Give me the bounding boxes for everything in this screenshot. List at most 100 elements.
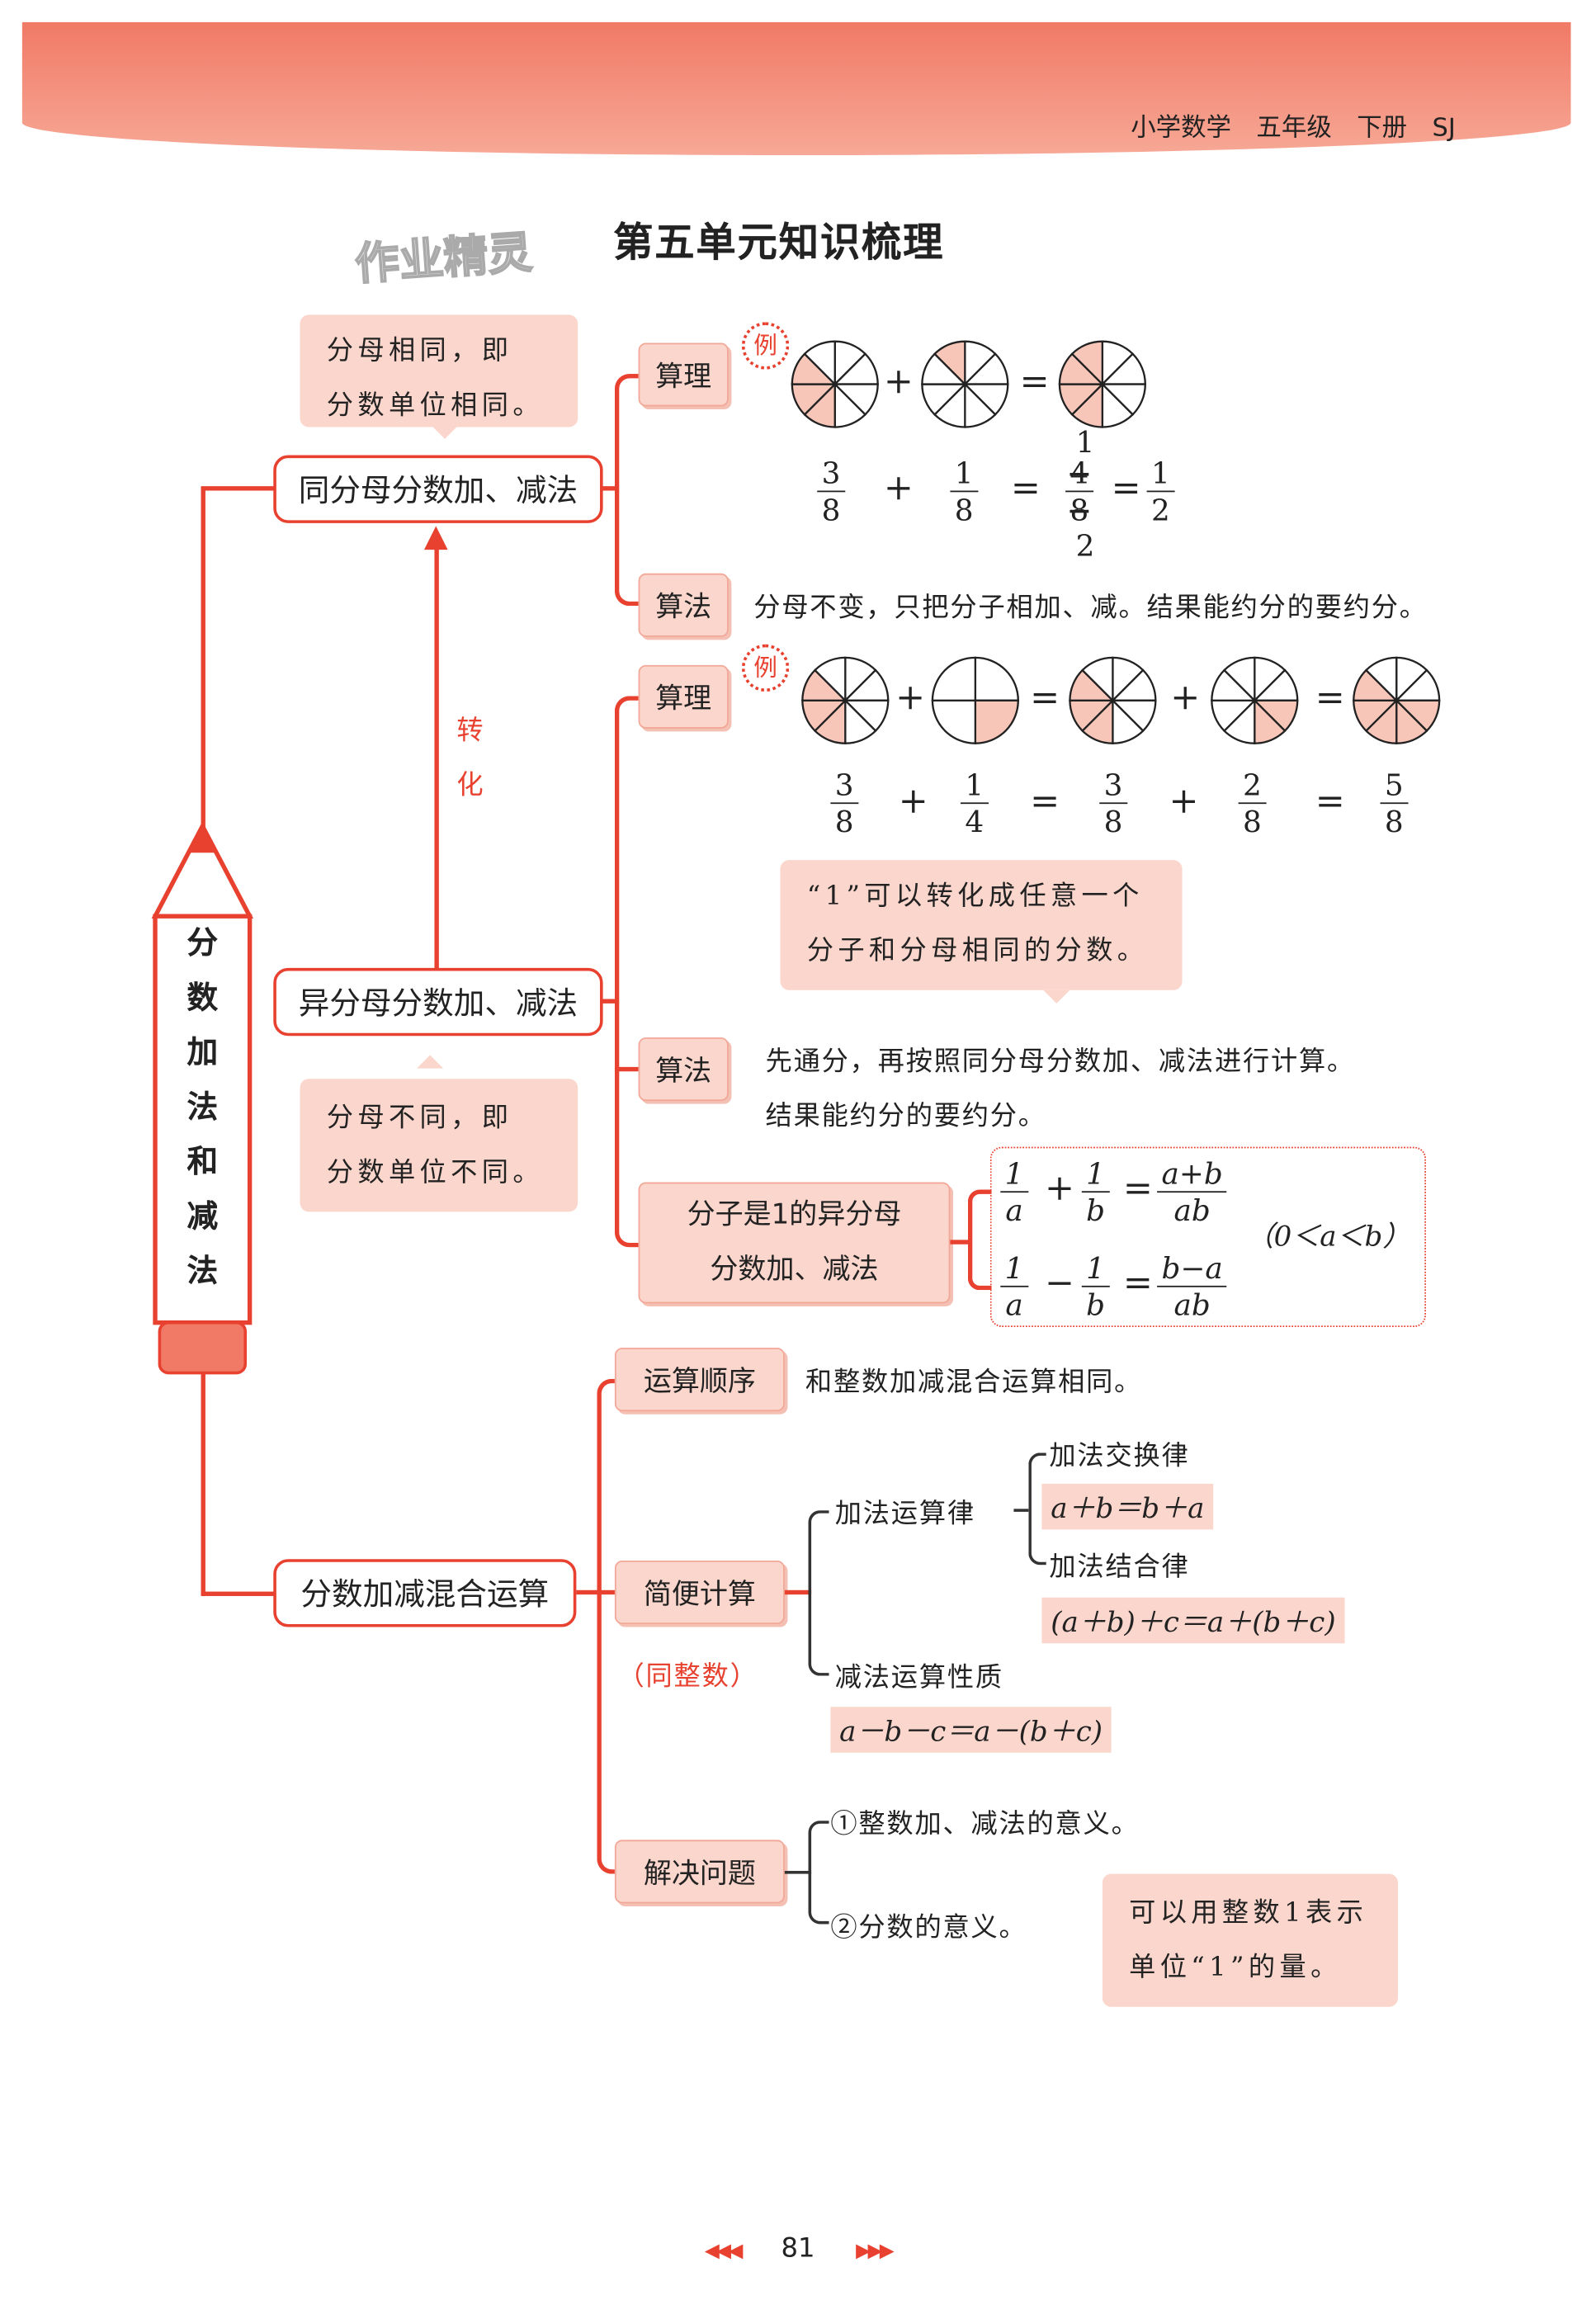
connector xyxy=(201,1591,276,1596)
fraction-pie-icon xyxy=(1069,656,1157,744)
reduced-numerator: 1 xyxy=(1075,423,1095,460)
next-arrows-icon: ▶▶▶ xyxy=(856,2240,895,2263)
operator: − xyxy=(1045,1262,1075,1304)
associative-law-label: 加法结合律 xyxy=(1049,1552,1190,1583)
commutative-formula: a＋b＝b＋a xyxy=(1041,1483,1214,1530)
pie-sector xyxy=(931,699,977,744)
tag-method: 算法 xyxy=(638,573,729,637)
transform-label: 转化 xyxy=(456,715,484,801)
operator: + xyxy=(1045,1167,1075,1209)
pie-sector xyxy=(1070,340,1104,387)
tag-simplified-calculation: 简便计算 xyxy=(614,1560,785,1624)
connector xyxy=(201,486,276,491)
operator: = xyxy=(1111,466,1141,509)
fraction-pie-icon xyxy=(791,340,879,428)
example-badge: 例 xyxy=(741,322,790,370)
operator: = xyxy=(1315,780,1345,822)
reduced-denominator: 2 xyxy=(1075,527,1095,564)
operator: = xyxy=(1030,780,1060,822)
node-different-denominator[interactable]: 异分母分数加、减法 xyxy=(273,967,603,1037)
connector xyxy=(1013,1509,1029,1512)
operator: = xyxy=(1010,466,1041,509)
pie-sector xyxy=(813,656,847,703)
tag-unit-fraction: 分子是1的异分母分数加、减法 xyxy=(638,1182,951,1304)
fraction-pie-icon xyxy=(801,656,890,744)
connector xyxy=(576,1589,615,1595)
associative-formula: (a＋b)＋c＝a＋(b＋c) xyxy=(1041,1597,1345,1644)
tag-problem-solving: 解决问题 xyxy=(614,1840,785,1904)
bracket xyxy=(614,696,639,1248)
fraction-pie-icon xyxy=(931,656,1019,744)
connector xyxy=(601,999,618,1004)
connector xyxy=(784,1871,812,1874)
connector xyxy=(784,1589,812,1595)
operator: = xyxy=(1030,677,1060,719)
node-mixed-operations[interactable]: 分数加减混合运算 xyxy=(273,1559,577,1627)
bracket xyxy=(1028,1452,1046,1566)
operator: + xyxy=(898,780,928,822)
tag-reason: 算理 xyxy=(638,342,729,407)
operator: = xyxy=(1122,1262,1153,1304)
solve-bubble: 可以用整数1表示单位“1”的量。 xyxy=(1102,1873,1399,2007)
tag-operation-order: 运算顺序 xyxy=(614,1348,785,1412)
watermark-logo: 作业精灵 xyxy=(352,227,535,292)
prev-arrows-icon: ◀◀◀ xyxy=(704,2240,744,2263)
bubble-pointer xyxy=(416,1055,444,1069)
pie-sector xyxy=(803,340,836,387)
pie-sector xyxy=(1364,656,1398,703)
operator: = xyxy=(1122,1167,1153,1209)
node-same-denominator[interactable]: 同分母分数加、减法 xyxy=(273,455,603,523)
pencil-icon xyxy=(151,821,254,1375)
same-denominator-bubble: 分母相同，即分数单位相同。 xyxy=(300,314,578,427)
operator: + xyxy=(883,360,914,403)
pie-sector xyxy=(931,656,977,701)
example-badge: 例 xyxy=(741,644,790,692)
fraction-pie-icon xyxy=(1058,340,1146,428)
method-text: 先通分，再按照同分母分数加、减法进行计算。结果能约分的要约分。 xyxy=(765,1046,1356,1132)
one-conversion-bubble: “1”可以转化成任意一个分子和分母相同的分数。 xyxy=(780,860,1183,990)
pie-sector xyxy=(1222,656,1256,703)
pie-sector xyxy=(974,699,1019,744)
unit-formula-box xyxy=(989,1146,1427,1328)
header-band xyxy=(21,21,1571,156)
operator: + xyxy=(883,466,914,509)
bracket xyxy=(614,374,639,607)
bracket xyxy=(597,1378,615,1874)
pie-sector xyxy=(1081,656,1114,703)
method-text: 分母不变，只把分子相加、减。结果能约分的要约分。 xyxy=(753,593,1428,624)
arrow-head-icon xyxy=(423,526,448,550)
operator: = xyxy=(1315,677,1345,719)
pencil-label: 分数加法和减法 xyxy=(187,924,219,1289)
page-footer: ◀◀◀ 81 ▶▶▶ xyxy=(0,2233,1596,2265)
different-denominator-bubble: 分母不同，即分数单位不同。 xyxy=(300,1079,578,1212)
subtraction-formula: a－b－c＝a－(b＋c) xyxy=(830,1707,1112,1753)
tag-method: 算法 xyxy=(638,1037,729,1102)
bracket xyxy=(808,1510,829,1676)
operator: + xyxy=(1170,677,1201,719)
connector xyxy=(950,1240,971,1245)
subtraction-property-label: 减法运算性质 xyxy=(834,1662,1003,1694)
connector xyxy=(201,1367,205,1596)
tag-reason: 算理 xyxy=(638,664,729,729)
bubble-pointer xyxy=(1043,989,1070,1017)
operator: + xyxy=(1169,780,1199,822)
operator: = xyxy=(1019,360,1050,403)
connector xyxy=(614,1066,639,1072)
solve-item: ②分数的意义。 xyxy=(830,1912,1027,1944)
page-number: 81 xyxy=(781,2232,815,2265)
pie-sector xyxy=(974,656,1019,701)
page-title: 第五单元知识梳理 xyxy=(613,220,945,267)
